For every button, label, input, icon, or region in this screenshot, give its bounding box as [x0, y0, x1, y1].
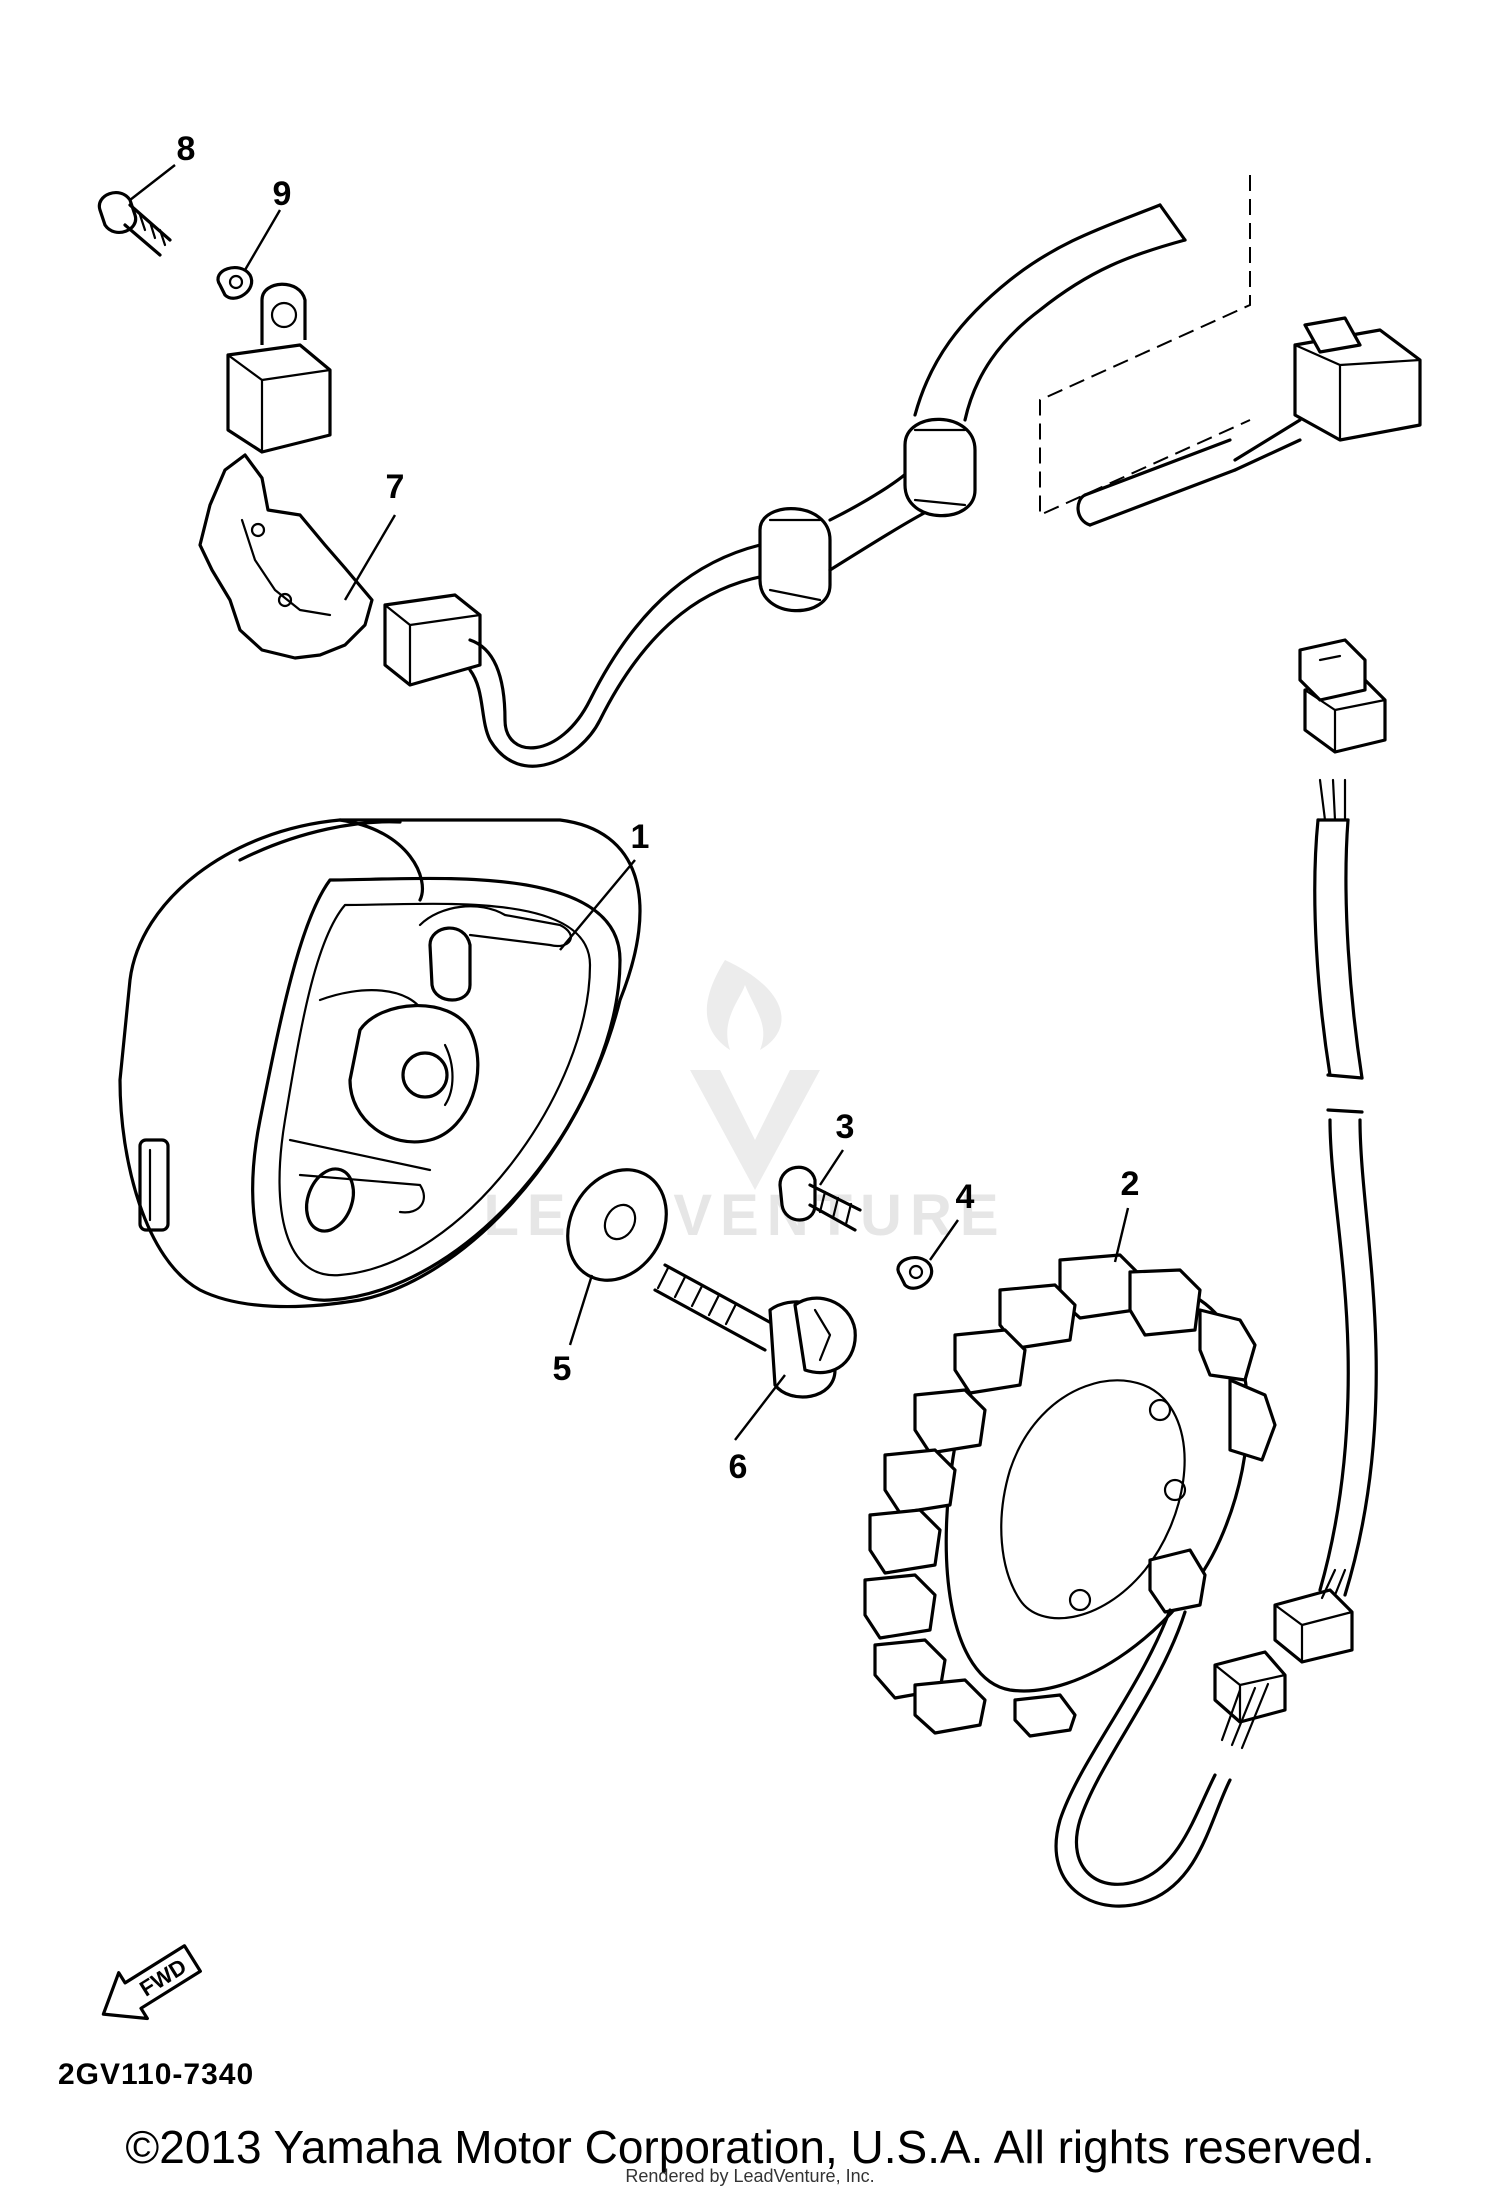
watermark-logo: LEADVENTURE: [483, 960, 1006, 1248]
fwd-arrow-icon: FWD: [101, 1944, 202, 2021]
rendered-by-credit: Rendered by LeadVenture, Inc.: [625, 2166, 875, 2186]
part-3-screw[interactable]: [778, 1165, 862, 1232]
callout-4: 4: [956, 1178, 975, 1216]
part-7-pickup-coil-assembly[interactable]: [198, 175, 1422, 768]
leader-lines: [129, 164, 1130, 1441]
callout-1: 1: [631, 818, 650, 856]
callout-7: 7: [386, 468, 405, 506]
part-4-washer[interactable]: [896, 1255, 934, 1290]
part-5-washer[interactable]: [548, 1152, 686, 1298]
callout-9: 9: [273, 175, 292, 213]
copyright-notice: ©2013 Yamaha Motor Corporation, U.S.A. A…: [125, 2121, 1375, 2173]
diagram-code: 2GV110-7340: [58, 2058, 255, 2091]
callouts: 8 9 7 1 2 3 4 5 6: [177, 130, 1140, 1486]
watermark-text: LEADVENTURE: [483, 1183, 1006, 1248]
callout-8: 8: [177, 130, 196, 168]
part-6-bolt[interactable]: [653, 1263, 857, 1399]
callout-5: 5: [553, 1350, 572, 1388]
stator-harness[interactable]: [1054, 638, 1387, 1908]
part-8-screw[interactable]: [97, 191, 172, 257]
callout-2: 2: [1121, 1165, 1140, 1203]
callout-6: 6: [729, 1448, 748, 1486]
callout-3: 3: [836, 1108, 855, 1146]
part-2-stator[interactable]: [863, 1253, 1277, 1738]
part-9-washer[interactable]: [216, 265, 254, 300]
